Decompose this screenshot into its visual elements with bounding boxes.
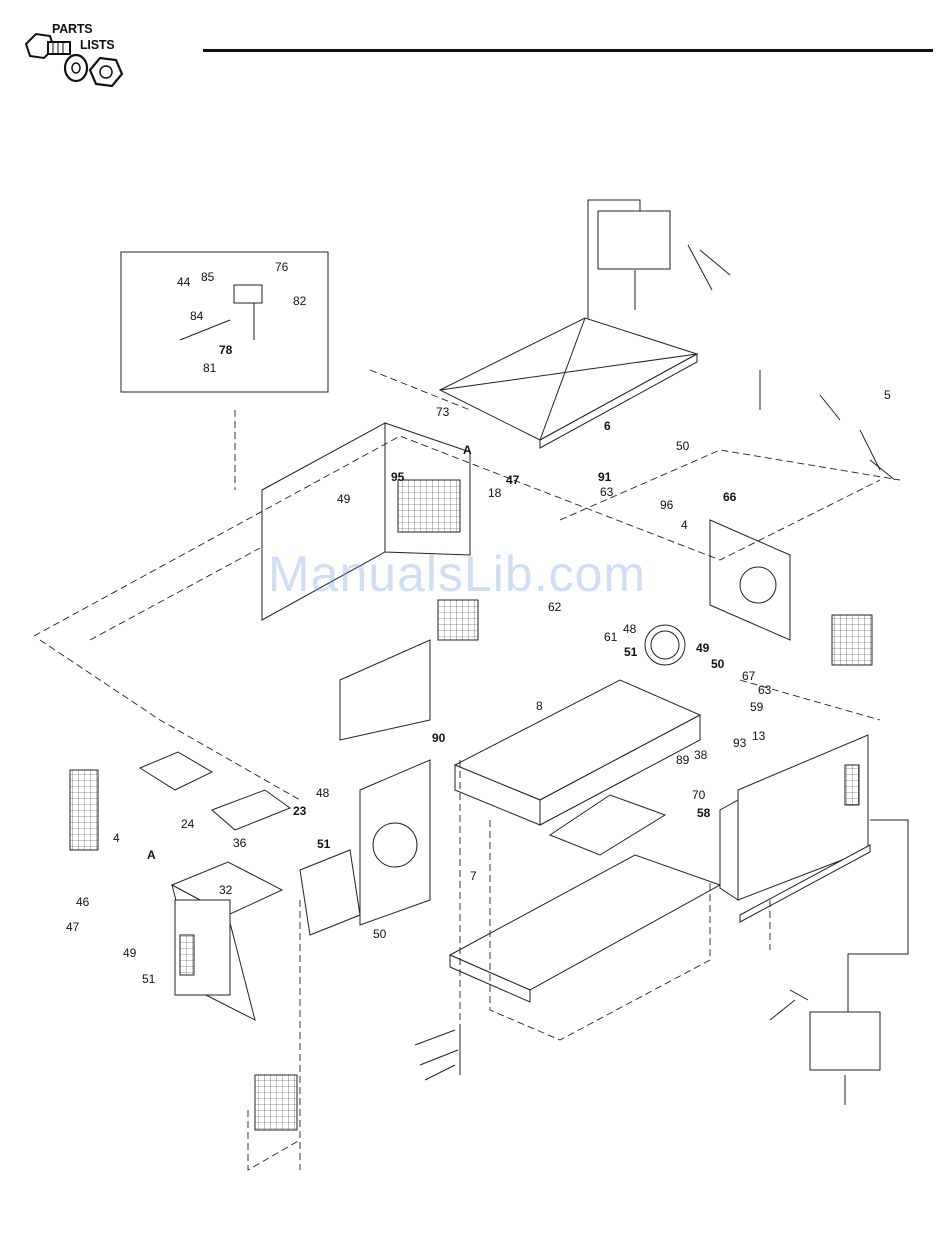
callout-44: 44 <box>177 275 191 289</box>
callout-A-upper: A <box>463 443 472 457</box>
callout-48-upper: 48 <box>623 622 637 636</box>
callout-96: 96 <box>660 498 674 512</box>
shelf-24 <box>140 752 212 790</box>
callout-46: 46 <box>76 895 90 909</box>
callout-24: 24 <box>181 817 195 831</box>
inset-bracket <box>234 285 262 303</box>
filter-screen-center <box>438 600 478 640</box>
right-door-panel <box>738 735 868 900</box>
callout-18: 18 <box>488 486 502 500</box>
callout-63-upper: 63 <box>600 485 614 499</box>
callout-4-left: 4 <box>113 831 120 845</box>
callout-91: 91 <box>598 470 612 484</box>
callout-50-right: 50 <box>711 657 725 671</box>
callout-61: 61 <box>604 630 618 644</box>
watermark: ManualsLib.com <box>268 545 646 603</box>
tray-23 <box>212 790 290 830</box>
callout-84: 84 <box>190 309 204 323</box>
bottom-right-detail-box <box>810 1012 880 1070</box>
callout-51-upper: 51 <box>624 645 638 659</box>
callout-51-lower: 51 <box>317 837 331 851</box>
callout-38-right: 38 <box>694 748 708 762</box>
callout-85: 85 <box>201 270 215 284</box>
callout-47-upper: 47 <box>506 473 520 487</box>
callout-49-right: 49 <box>696 641 710 655</box>
callout-78: 78 <box>219 343 233 357</box>
callout-66: 66 <box>723 490 737 504</box>
base-plate <box>450 855 720 990</box>
callout-50-lower: 50 <box>373 927 387 941</box>
callout-23: 23 <box>293 804 307 818</box>
callout-59: 59 <box>750 700 764 714</box>
filter-screen-left <box>70 770 98 850</box>
callout-89: 89 <box>676 753 690 767</box>
callout-4-right: 4 <box>681 518 688 532</box>
callout-6: 6 <box>604 419 611 433</box>
filter-screen-bottom <box>255 1075 297 1130</box>
callout-49-lower: 49 <box>123 946 137 960</box>
blower-housing <box>710 520 790 640</box>
callout-73: 73 <box>436 405 450 419</box>
callout-76: 76 <box>275 260 289 274</box>
callout-51-left: 51 <box>142 972 156 986</box>
fan-shroud <box>360 760 430 925</box>
callout-50-top: 50 <box>676 439 690 453</box>
callout-32: 32 <box>219 883 233 897</box>
callout-90: 90 <box>432 731 446 745</box>
callout-70: 70 <box>692 788 706 802</box>
callout-47-lower: 47 <box>66 920 80 934</box>
callout-93: 93 <box>733 736 747 750</box>
callout-8: 8 <box>536 699 543 713</box>
callout-36: 36 <box>233 836 247 850</box>
callout-82: 82 <box>293 294 307 308</box>
callout-81: 81 <box>203 361 217 375</box>
callout-58: 58 <box>697 806 711 820</box>
callout-95: 95 <box>391 470 405 484</box>
callout-13: 13 <box>752 729 766 743</box>
callout-A-lower: A <box>147 848 156 862</box>
filter-screen-right <box>832 615 872 665</box>
callout-48-lower: 48 <box>316 786 330 800</box>
callout-67: 67 <box>742 669 756 683</box>
callout-49-upper: 49 <box>337 492 351 506</box>
callout-7: 7 <box>470 869 477 883</box>
top-right-detail-box <box>598 211 670 269</box>
duct-panel <box>340 640 430 740</box>
callout-63-right: 63 <box>758 683 772 697</box>
callout-5: 5 <box>884 388 891 402</box>
